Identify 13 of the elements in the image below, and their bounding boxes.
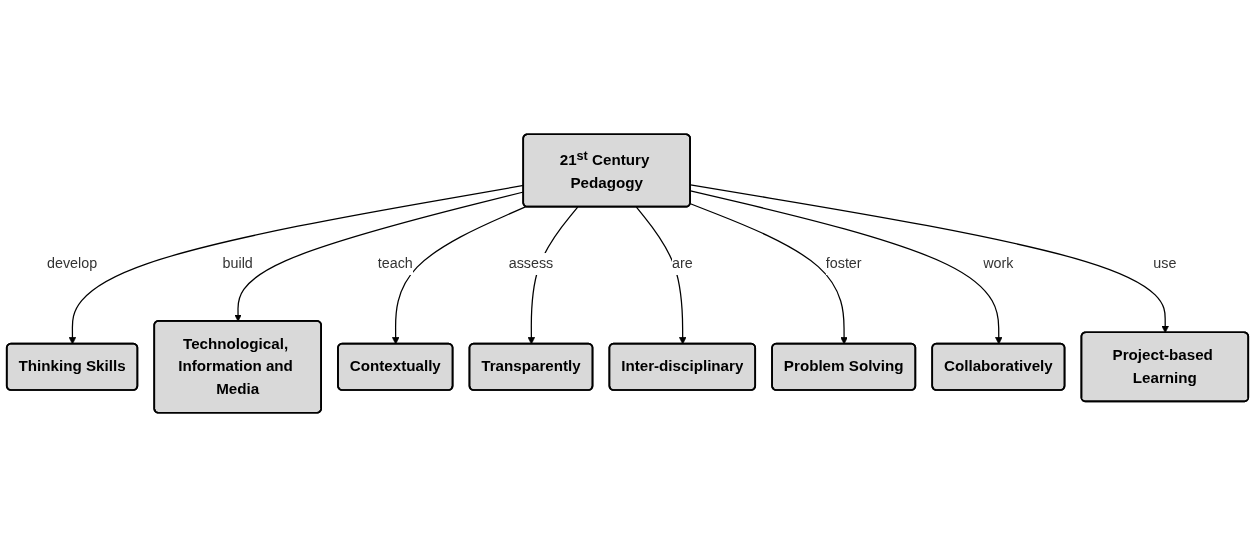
edge-label: are <box>671 255 693 272</box>
arrow <box>68 184 525 345</box>
edge-label: build <box>222 255 253 272</box>
edge-label: assess <box>508 255 554 272</box>
edge-label: foster <box>825 255 862 272</box>
edge-label: develop <box>46 255 98 272</box>
edge-label: teach <box>377 255 413 272</box>
arrow <box>689 190 1003 345</box>
arrow <box>391 206 527 345</box>
arrow <box>689 203 848 345</box>
edge-label: use <box>1153 255 1177 272</box>
edge-label: work <box>983 255 1014 272</box>
arrow <box>635 206 687 345</box>
